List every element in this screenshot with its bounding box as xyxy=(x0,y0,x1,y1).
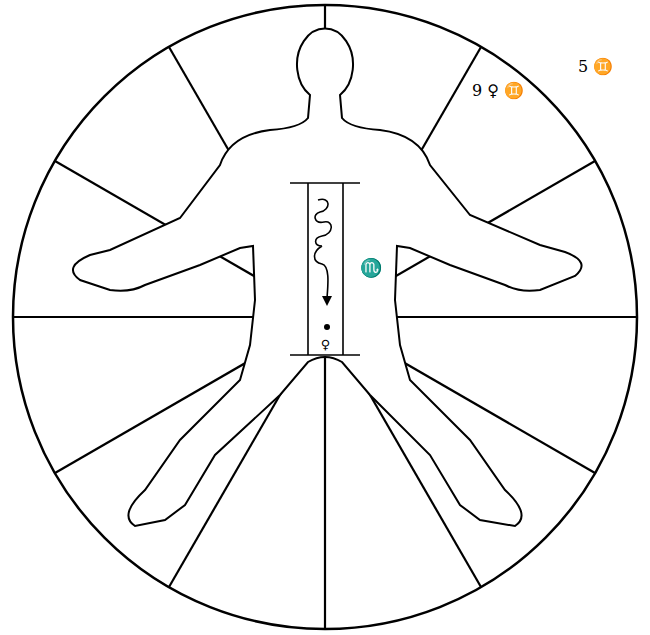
outer-circle xyxy=(13,5,637,629)
spine-column-box: ♀ xyxy=(308,183,343,355)
house-spokes xyxy=(13,5,637,629)
human-figure xyxy=(73,29,582,526)
spine-column xyxy=(290,183,360,355)
planet-sign-label: 9 ♀ ♊ xyxy=(470,82,526,100)
serpent-arrow xyxy=(315,199,333,330)
house-cusp-label: 5 ♊ xyxy=(576,58,615,76)
spine-glyph: ♀ xyxy=(321,338,331,352)
sign-glyph: ♏ xyxy=(358,258,384,278)
